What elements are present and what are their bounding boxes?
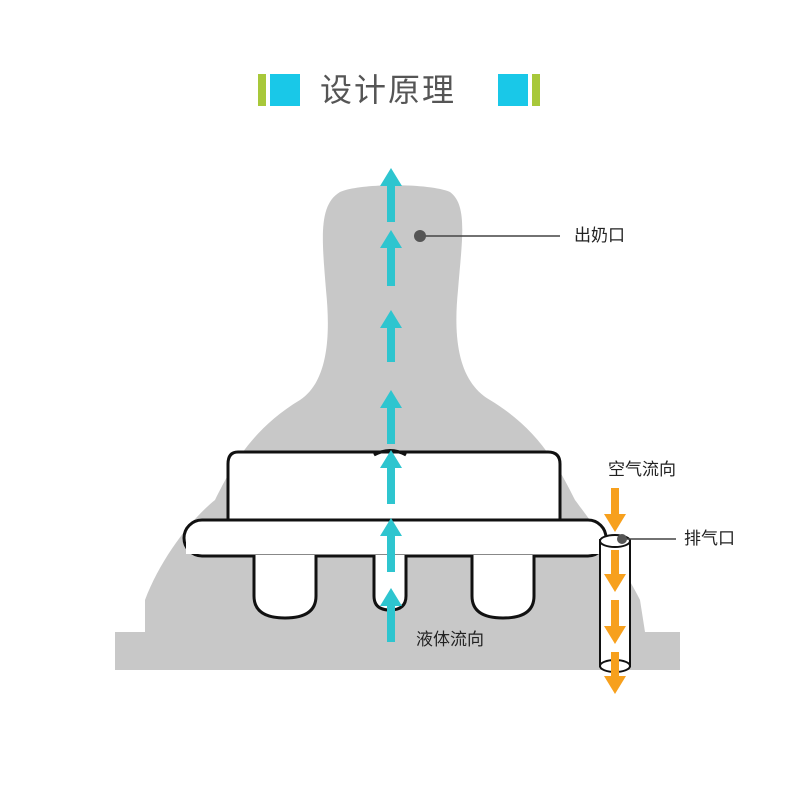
outlet-marker-dot xyxy=(414,230,426,242)
vent-label: 排气口 xyxy=(684,529,735,549)
page-title: 设计原理 xyxy=(320,71,457,109)
title-deco-cyan-right xyxy=(498,74,528,106)
liquid-arrow xyxy=(380,450,402,504)
air-arrow xyxy=(604,600,626,644)
liquid-arrow xyxy=(380,230,402,286)
liquid-arrow xyxy=(380,390,402,444)
valve-nub xyxy=(373,449,407,457)
air-flow-label: 空气流向 xyxy=(608,460,676,480)
air-flow-arrows xyxy=(604,488,626,694)
air-arrow xyxy=(604,488,626,532)
title-deco-green-right xyxy=(532,74,540,106)
liquid-flow-label: 液体流向 xyxy=(416,630,484,650)
title-row: 设计原理 xyxy=(0,62,800,118)
liquid-arrow xyxy=(380,168,402,222)
title-deco-green-left xyxy=(258,74,266,106)
vent-marker-dot xyxy=(617,534,627,544)
air-arrow xyxy=(604,550,626,592)
nipple-outlet-label: 出奶口 xyxy=(574,226,625,246)
liquid-flow-arrows xyxy=(380,168,402,642)
valve-leg-left xyxy=(252,555,318,620)
liquid-arrow xyxy=(380,310,402,362)
valve-leg-right xyxy=(470,555,536,620)
air-arrow xyxy=(604,652,626,694)
liquid-arrow xyxy=(380,518,402,572)
liquid-arrow xyxy=(380,588,402,642)
title-deco-cyan-left xyxy=(270,74,300,106)
